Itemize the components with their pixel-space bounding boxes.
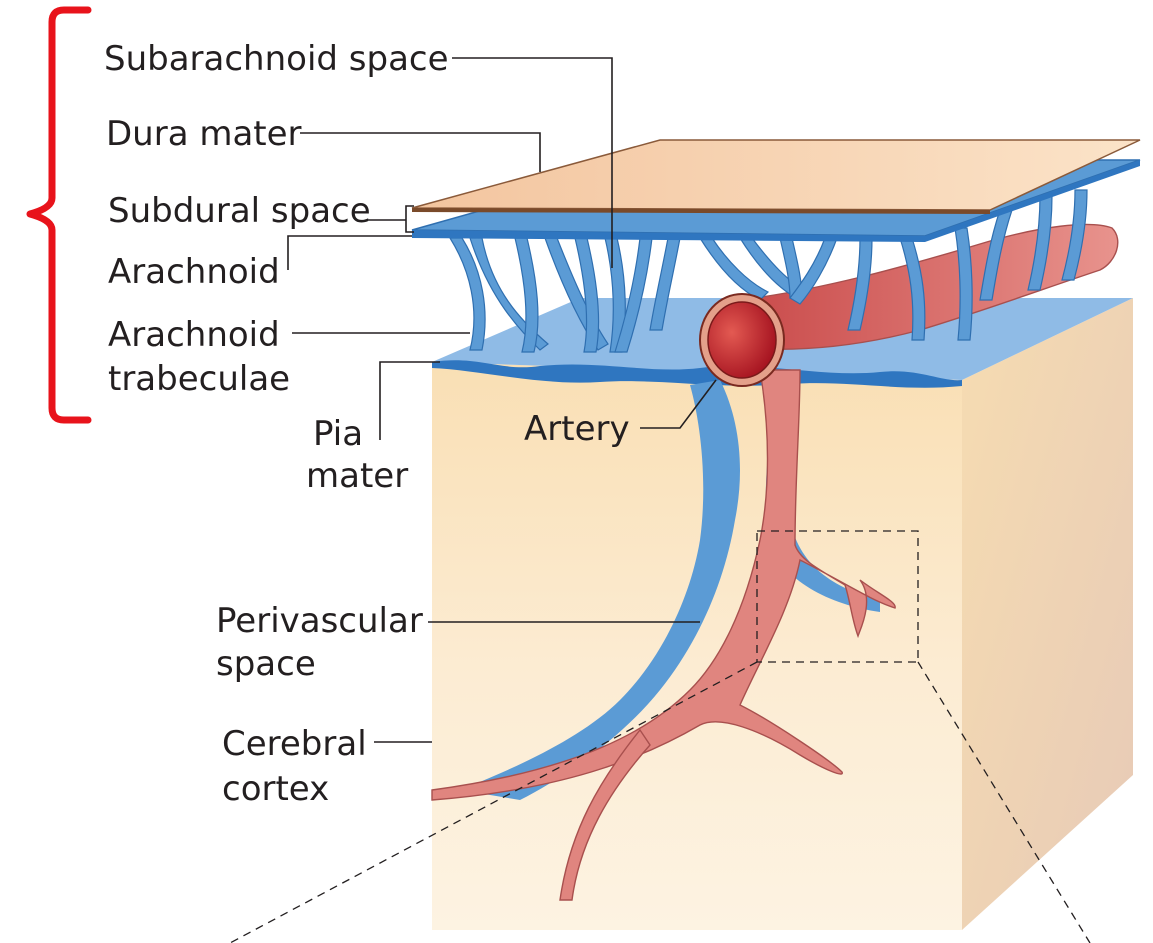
label-perivascular-space-line2: space: [216, 644, 316, 684]
label-dura-mater: Dura mater: [106, 114, 302, 154]
label-subarachnoid-space: Subarachnoid space: [104, 39, 449, 79]
label-pia-mater-line1: Pia: [313, 414, 363, 454]
artery-cross-section: [700, 294, 784, 386]
leader-arachnoid: [288, 236, 412, 270]
label-arachnoid-trabeculae-line2: trabeculae: [108, 359, 290, 399]
label-subdural-space: Subdural space: [108, 191, 371, 231]
leader-pia-mater: [380, 362, 440, 440]
label-arachnoid-trabeculae-line1: Arachnoid: [108, 315, 280, 355]
label-cerebral-cortex-line2: cortex: [222, 769, 329, 809]
label-cerebral-cortex-line1: Cerebral: [222, 724, 367, 764]
label-artery: Artery: [524, 409, 630, 449]
label-perivascular-space-line1: Perivascular: [216, 601, 423, 641]
cortex-side-face: [962, 298, 1133, 930]
leader-dura-mater: [300, 133, 540, 172]
label-arachnoid: Arachnoid: [108, 252, 280, 292]
leader-subdural-space: [368, 206, 414, 232]
cortex-front-face: [432, 362, 962, 930]
meninges-bracket: [30, 10, 88, 420]
label-pia-mater-line2: mater: [306, 456, 408, 496]
